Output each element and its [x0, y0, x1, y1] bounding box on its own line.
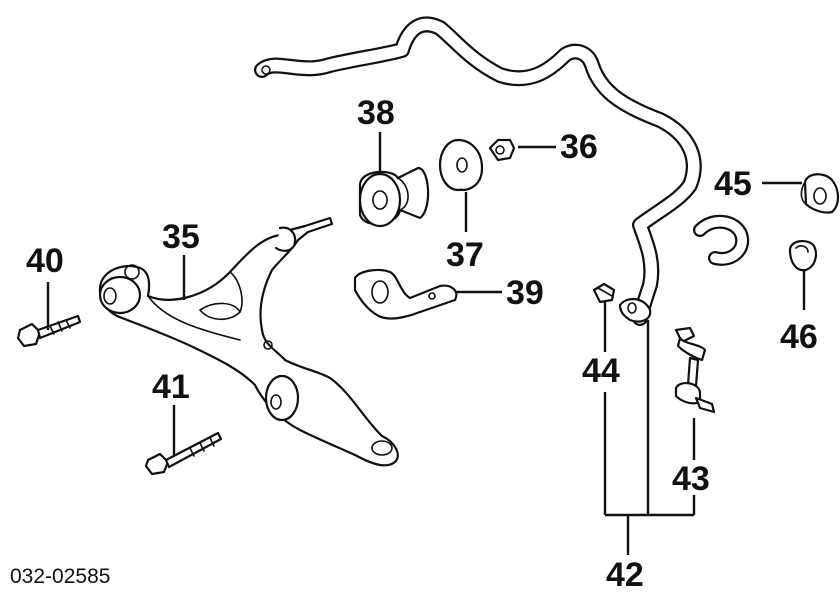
nut-36	[488, 138, 516, 162]
bolt-40	[16, 314, 82, 348]
callout-35: 35	[162, 218, 200, 256]
bolt-41	[144, 431, 223, 476]
callout-42: 42	[606, 556, 644, 594]
stabilizer-bar	[254, 16, 750, 326]
callout-37: 37	[446, 236, 484, 274]
bolt-44	[592, 282, 616, 304]
leader-lines	[46, 132, 806, 555]
callout-38: 38	[357, 94, 395, 132]
callout-45: 45	[714, 165, 752, 203]
bracket-39	[353, 268, 458, 320]
callout-43: 43	[672, 460, 710, 498]
callout-39: 39	[506, 274, 544, 312]
end-link-43	[618, 297, 716, 414]
callout-40: 40	[26, 242, 64, 280]
callout-41: 41	[152, 368, 190, 406]
diagram-code: 032-02585	[10, 565, 111, 588]
bushing-38	[358, 166, 430, 228]
lower-arm-35	[98, 216, 399, 467]
callout-36: 36	[560, 128, 598, 166]
callout-44: 44	[582, 352, 620, 390]
callout-46: 46	[780, 318, 818, 356]
bracket-46	[788, 240, 817, 272]
bushing-45	[800, 173, 840, 214]
bushing-37	[438, 138, 484, 192]
